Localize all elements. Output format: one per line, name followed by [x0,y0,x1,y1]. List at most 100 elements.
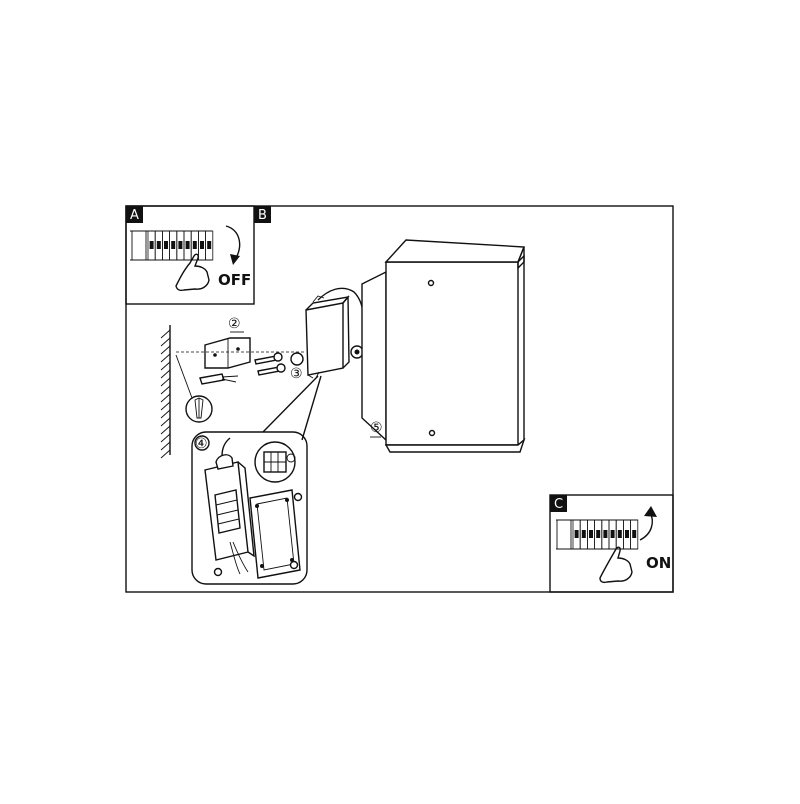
screw-icon-detail [213,492,303,577]
wall-hatch-line [160,369,171,379]
plate-hole-1 [213,353,217,357]
breaker-toggle [596,530,601,538]
wall-lamp [361,239,526,453]
wall-hatch-line [160,329,171,339]
step-4-label: ④ [195,436,208,452]
breaker-module [205,230,214,261]
screw-icon-1 [254,352,283,365]
wiring-detail: ④ [191,375,322,585]
breaker-toggle [192,241,197,249]
curved-arrow-icon-a [225,225,241,259]
detail-leader [175,354,193,399]
lamp-body [385,261,519,446]
breaker-toggle [581,530,586,538]
wall-hatch-line [160,417,171,427]
lamp-bottom-cap [384,437,526,453]
cable-gland [215,454,234,470]
mounting-plate [204,337,251,369]
connector-nut-inner [354,349,360,355]
wire-bundle [229,541,249,575]
cable-in [221,437,231,457]
breaker-toggle [149,241,154,249]
breaker-toggle [200,241,204,249]
wiring-box-side [237,461,255,558]
breaker-module [630,519,639,550]
breaker-toggle [574,530,579,538]
wall-hatch-line [160,449,171,459]
arrow-head-c [644,506,657,517]
step-2-label: ② [228,316,241,332]
panel-c-label-box [550,495,567,512]
detail-frame [191,431,308,585]
panel-c-letter: C [554,497,563,512]
detail-leader-right [301,375,322,441]
panel-c: C ON [549,494,674,593]
wall-hatch-line [160,385,171,395]
wall-hatch-line [160,433,171,443]
panel-b-letter: B [258,208,267,223]
cover-screw [255,504,259,508]
lamp-back-plate [361,270,387,442]
panel-a-action: OFF [218,271,251,289]
panel-a-frame [125,205,255,305]
panel-b-label-box [254,206,271,223]
dowel [199,373,225,385]
wall-hatch-line [160,401,171,411]
wall-hatch-line [160,425,171,435]
lamp-screw-top [427,279,435,287]
lamp-screw-bottom [428,429,436,437]
wall-hatch-line [160,409,171,419]
breaker-toggle [164,241,168,249]
breaker-toggle [589,530,593,538]
breaker-toggle [603,530,608,538]
lamp-top-cap [384,239,526,263]
panel-a-letter: A [130,208,139,223]
screw-icon-2 [257,363,286,376]
breaker-toggle [156,241,161,249]
arrow-head-a [230,254,240,265]
wall-hatch-line [160,393,171,403]
breaker-toggle [185,241,190,249]
breaker-icon-a [130,230,214,261]
wall-hatch-line [160,345,171,355]
step-5-label: ⑤ [370,420,383,436]
detail-plug [194,397,204,419]
panel-a-label-box [126,206,143,223]
dowel-wires [221,375,239,383]
wall-hatch-icon [160,325,171,459]
washer [290,352,304,366]
cover-screw [285,498,289,502]
lamp-body-side [517,254,525,446]
step-4-badge [194,435,210,451]
wall-hatch-line [160,377,171,387]
detail-circle [185,395,213,423]
breaker-toggle [632,530,637,538]
breaker-toggle [207,241,212,249]
breaker-toggle [178,241,183,249]
terminal-block [214,489,241,534]
cover-screw [260,564,264,568]
detail-leader-left [262,375,319,433]
breaker-toggle [171,241,176,249]
junction-box [305,287,364,379]
breaker-toggle [610,530,615,538]
earth-symbol [286,453,296,463]
hand-icon-a [175,253,210,292]
wall-hatch-line [160,361,171,371]
terminal-zoom-circle [254,441,296,483]
wall-hatch-line [160,441,171,451]
breaker-toggle [617,530,622,538]
panel-c-action: ON [646,554,671,572]
main-frame [125,205,674,593]
step-3-label: ③ [290,366,303,382]
panel-a: A OFF [125,205,255,305]
wall-hatch-line [160,353,171,363]
breaker-toggle [625,530,629,538]
panel-c-frame [549,494,674,593]
hand-icon-c [599,546,633,584]
wall-hatch-line [160,337,171,347]
breaker-icon-c [556,519,639,550]
plate-hole-2 [236,347,240,351]
